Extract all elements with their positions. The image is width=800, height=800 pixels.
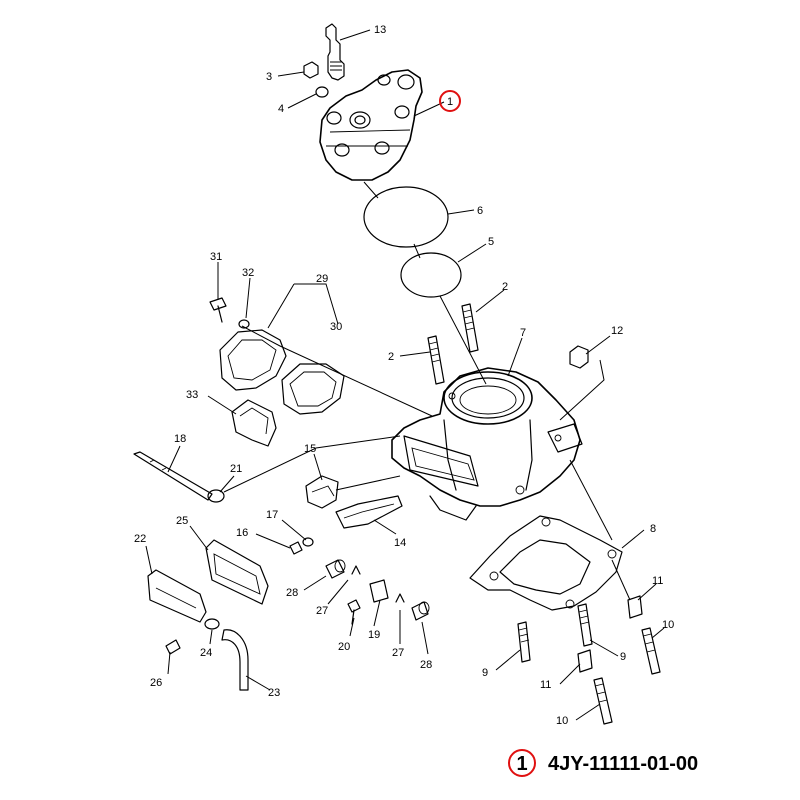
- collar: [411, 601, 430, 621]
- o-ring-small: [400, 252, 462, 298]
- clip: [395, 593, 405, 603]
- callout-33: 33: [186, 389, 198, 401]
- callout-10-left: 10: [556, 715, 568, 727]
- callout-19: 19: [368, 629, 380, 641]
- base-gasket: [469, 515, 623, 611]
- callout-20: 20: [338, 641, 350, 653]
- callout-18: 18: [174, 433, 186, 445]
- part-index-circle: [508, 749, 536, 777]
- part-index: 1: [516, 753, 527, 775]
- callout-13: 13: [374, 24, 386, 36]
- callout-17: 17: [266, 509, 278, 521]
- callout-9-left: 9: [482, 667, 488, 679]
- highlight-circle: [439, 90, 461, 112]
- governor-link: [335, 495, 403, 529]
- washer: [238, 319, 250, 329]
- callout-6: 6: [477, 205, 483, 217]
- bracket: [369, 579, 389, 603]
- callout-5: 5: [488, 236, 494, 248]
- callout-21: 21: [230, 463, 242, 475]
- callout-28-left: 28: [286, 587, 298, 599]
- callout-27-right: 27: [392, 647, 404, 659]
- callout-3: 3: [266, 71, 272, 83]
- side-cover: [147, 569, 207, 623]
- callout-7: 7: [520, 327, 526, 339]
- callout-28-right: 28: [420, 659, 432, 671]
- spark-plug: [325, 23, 345, 81]
- cylinder-nut: [569, 345, 589, 369]
- leader-lines: [145, 29, 665, 721]
- callout-23: 23: [268, 687, 280, 699]
- callout-31: 31: [210, 251, 222, 263]
- callout-labels: 13 3 4 1 6 5 2 2 7 12 8 9 9 11 11 10 10 …: [134, 24, 674, 727]
- screw: [165, 639, 181, 655]
- stud-bolt: [593, 677, 613, 725]
- head-bolt: [303, 61, 319, 79]
- callout-29: 29: [316, 273, 328, 285]
- callout-10-right: 10: [662, 619, 674, 631]
- callout-32: 32: [242, 267, 254, 279]
- valve-rod: [133, 451, 213, 501]
- washer: [315, 86, 329, 98]
- governor-unit: [305, 475, 339, 509]
- part-code: 4JY-11111-01-00: [548, 753, 698, 775]
- cylinder-head: [319, 69, 423, 181]
- hose-clamp: [204, 618, 220, 630]
- flange-nut: [627, 595, 643, 619]
- cover-bolt: [209, 297, 227, 323]
- callout-16: 16: [236, 527, 248, 539]
- valve-gasket: [281, 363, 345, 415]
- stud-bolt: [517, 621, 531, 663]
- part-number-label: 1 4JY-11111-01-00: [508, 749, 698, 777]
- cover-gasket: [205, 539, 269, 605]
- hose: [221, 629, 249, 691]
- callout-25: 25: [176, 515, 188, 527]
- callout-2-top: 2: [502, 281, 508, 293]
- callout-24: 24: [200, 647, 212, 659]
- callout-11-left: 11: [540, 679, 551, 691]
- screw: [347, 599, 361, 625]
- callout-14: 14: [394, 537, 406, 549]
- o-ring-large: [363, 186, 449, 248]
- collar: [325, 559, 346, 579]
- callout-15: 15: [304, 443, 316, 455]
- callout-12: 12: [611, 325, 623, 337]
- stud-bolt: [461, 303, 479, 353]
- callout-26: 26: [150, 677, 162, 689]
- bushing: [207, 489, 225, 503]
- flange-nut: [577, 649, 593, 673]
- clip: [351, 565, 361, 575]
- callout-11-right: 11: [652, 575, 663, 587]
- callout-8: 8: [650, 523, 656, 535]
- stud-bolt: [427, 335, 445, 385]
- callout-30: 30: [330, 321, 342, 333]
- stud-bolt: [577, 603, 593, 647]
- callout-2: 2: [388, 351, 394, 363]
- stud-bolt: [641, 627, 661, 675]
- exhaust-valve: [231, 399, 277, 447]
- callout-22: 22: [134, 533, 146, 545]
- callout-9-right: 9: [620, 651, 626, 663]
- callout-4: 4: [278, 103, 284, 115]
- valve-cover: [219, 329, 287, 391]
- callout-1: 1: [447, 96, 453, 108]
- cylinder: [391, 367, 583, 521]
- washer: [302, 537, 314, 547]
- callout-27-left: 27: [316, 605, 328, 617]
- small-bolt: [289, 541, 303, 555]
